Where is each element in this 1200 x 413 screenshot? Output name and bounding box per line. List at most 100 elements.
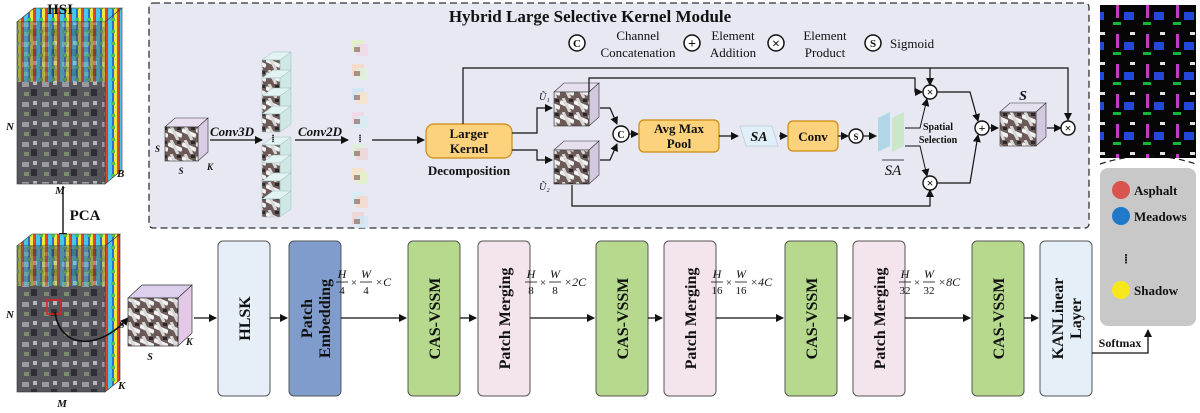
dim-w: W	[361, 267, 372, 281]
svg-text:×: ×	[726, 277, 732, 289]
pca-dim-k: K	[117, 380, 126, 392]
class-name: Asphalt	[1134, 183, 1178, 198]
patch-dim-k: K	[185, 337, 194, 348]
conv2d-label: Conv2D	[298, 124, 343, 139]
satilde-to-bottom-product	[905, 145, 930, 177]
dim-h: H	[526, 267, 537, 281]
dim-w: W	[736, 267, 747, 281]
class-legend-item: Shadow	[1112, 281, 1179, 299]
bottom-product-to-add	[937, 134, 981, 184]
dim-h-div: 32	[900, 285, 911, 297]
hsi-label: HSI	[47, 2, 73, 18]
pipeline-label: Patch Merging	[497, 268, 514, 370]
pipeline-label: Patch	[299, 299, 316, 338]
u1-to-concat	[600, 107, 618, 125]
dim-w-div: 8	[552, 285, 558, 297]
pca-label: PCA	[70, 208, 101, 224]
softmax-arrow	[1115, 329, 1152, 354]
sa-tilde-label: SA	[885, 163, 903, 179]
hsi-dim-b: B	[116, 168, 124, 180]
pipeline-block: Patch Merging	[663, 240, 717, 397]
addition-op-symbol: +	[979, 121, 986, 135]
module-input-cube	[164, 117, 209, 162]
lkd-line1: Larger	[450, 126, 489, 141]
legend-product-line1: Element	[803, 28, 847, 43]
lkd-block	[425, 123, 513, 159]
patch-cube	[127, 284, 193, 347]
legend: C Channel Concatenation + Element Additi…	[568, 28, 935, 60]
pipeline-block: CAS-VSSM	[407, 240, 461, 397]
lkd-line3: Decomposition	[428, 163, 511, 178]
legend-sigmoid-symbol: S	[870, 38, 876, 50]
pipeline-label: Embedding	[317, 279, 334, 358]
pool-line2: Pool	[667, 136, 692, 151]
pool-line1: Avg Max	[654, 121, 704, 136]
sigmoid-op-symbol: S	[853, 132, 858, 142]
conv2d-plane	[352, 88, 368, 104]
class-name: Shadow	[1134, 283, 1179, 298]
top-product-symbol: ×	[927, 85, 934, 99]
hsi-dim-n: N	[5, 121, 15, 133]
module-dim-k: K	[206, 162, 214, 172]
conv-label: Conv	[798, 129, 828, 144]
dim-w: W	[550, 267, 561, 281]
dim-c: ×8C	[938, 275, 961, 289]
add-legend-icon	[683, 34, 701, 52]
legend-concat-line2: Concatenation	[600, 45, 676, 60]
dim-h-div: 4	[339, 285, 345, 297]
concat-op-symbol: C	[617, 130, 624, 141]
conv2d-plane	[352, 64, 368, 80]
softmax-label: Softmax	[1099, 336, 1142, 350]
bottom-product-symbol: ×	[927, 176, 934, 190]
u2-label: Ũ₂	[539, 181, 550, 193]
pipeline-label: HLSK	[237, 296, 254, 341]
branch-u2-arrow	[512, 149, 553, 164]
dim-w-div: 16	[736, 285, 748, 297]
output-s-label: S	[1019, 89, 1027, 104]
conv2d-plane	[352, 144, 368, 160]
module-dim-s1: S	[155, 144, 160, 154]
legend-add-line1: Element	[711, 28, 755, 43]
pca-dim-m: M	[56, 398, 68, 410]
final-product-symbol: ×	[1065, 121, 1072, 135]
dim-c: ×C	[375, 275, 392, 289]
dim-c: ×2C	[564, 275, 587, 289]
pipeline-label: CAS-VSSM	[427, 278, 444, 360]
dim-h-div: 8	[528, 285, 534, 297]
dim-w: W	[924, 267, 935, 281]
conv2d-plane	[352, 40, 368, 56]
dim-w-div: 4	[363, 285, 369, 297]
pipeline-block: CAS-VSSM	[595, 240, 649, 397]
pipeline-label: Layer	[1068, 298, 1085, 339]
legend-sigmoid-label: Sigmoid	[890, 36, 935, 51]
patch-extract-arrow	[54, 311, 129, 343]
sa-label: SA	[750, 130, 767, 145]
legend-concat-symbol: C	[573, 38, 581, 50]
top-product-to-add	[937, 91, 980, 122]
conv3d-feature-stack: ⁞	[261, 51, 292, 218]
module-dim-s2: S	[178, 166, 183, 176]
patch-dim-s2: S	[147, 352, 153, 363]
dim-h: H	[712, 267, 723, 281]
legend-product-line2: Product	[805, 45, 846, 60]
class-color-dot	[1112, 181, 1130, 199]
dimension-label: H32×W32×8C	[899, 267, 961, 297]
residual-skip-line	[462, 67, 1072, 124]
pipeline-block: Patch Merging	[852, 240, 906, 397]
u2-to-bottom-product	[571, 185, 934, 207]
branch-u1-arrow	[512, 104, 553, 134]
u1-label: Ũ₁	[539, 91, 550, 103]
u1-to-top-product	[588, 77, 923, 96]
conv3d-cube	[261, 190, 292, 218]
class-name: Meadows	[1134, 209, 1187, 224]
pipeline-label: CAS-VSSM	[991, 278, 1008, 360]
pca-cube	[16, 233, 121, 393]
conv2d-plane	[352, 168, 368, 184]
dim-h: H	[900, 267, 911, 281]
pipeline-block: HLSK	[217, 240, 271, 397]
class-legend-item: Meadows	[1112, 207, 1187, 225]
